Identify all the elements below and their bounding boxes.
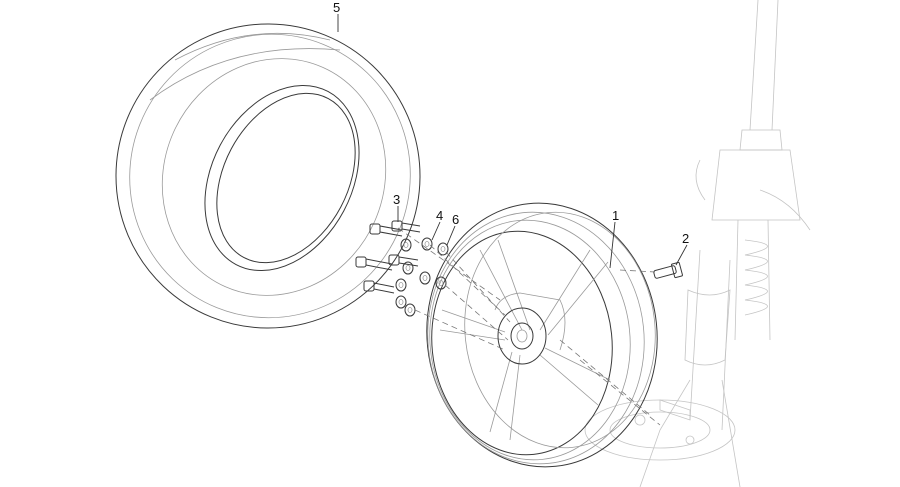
washer-6-column [404,242,449,317]
bolt-4 [388,254,419,267]
callout-tire: 5 [333,0,340,15]
valve [653,261,683,279]
callout-bolt: 3 [393,192,400,207]
washer-4-column [395,237,433,309]
leader-lines [337,14,688,269]
washers [395,237,449,317]
callout-washer-6: 6 [452,212,459,227]
callout-washer-4: 4 [436,208,443,223]
bolt-5 [363,280,395,294]
callout-wheel-rim: 1 [612,208,619,223]
bolt-2 [391,220,421,233]
assembly-lines [397,227,661,426]
bolts [355,220,421,294]
front-fork [584,0,811,487]
callout-valve: 2 [682,231,689,246]
bolt-1 [369,223,403,237]
wheel-rim [426,202,658,468]
bolt-3 [355,256,393,271]
tire [115,23,421,329]
